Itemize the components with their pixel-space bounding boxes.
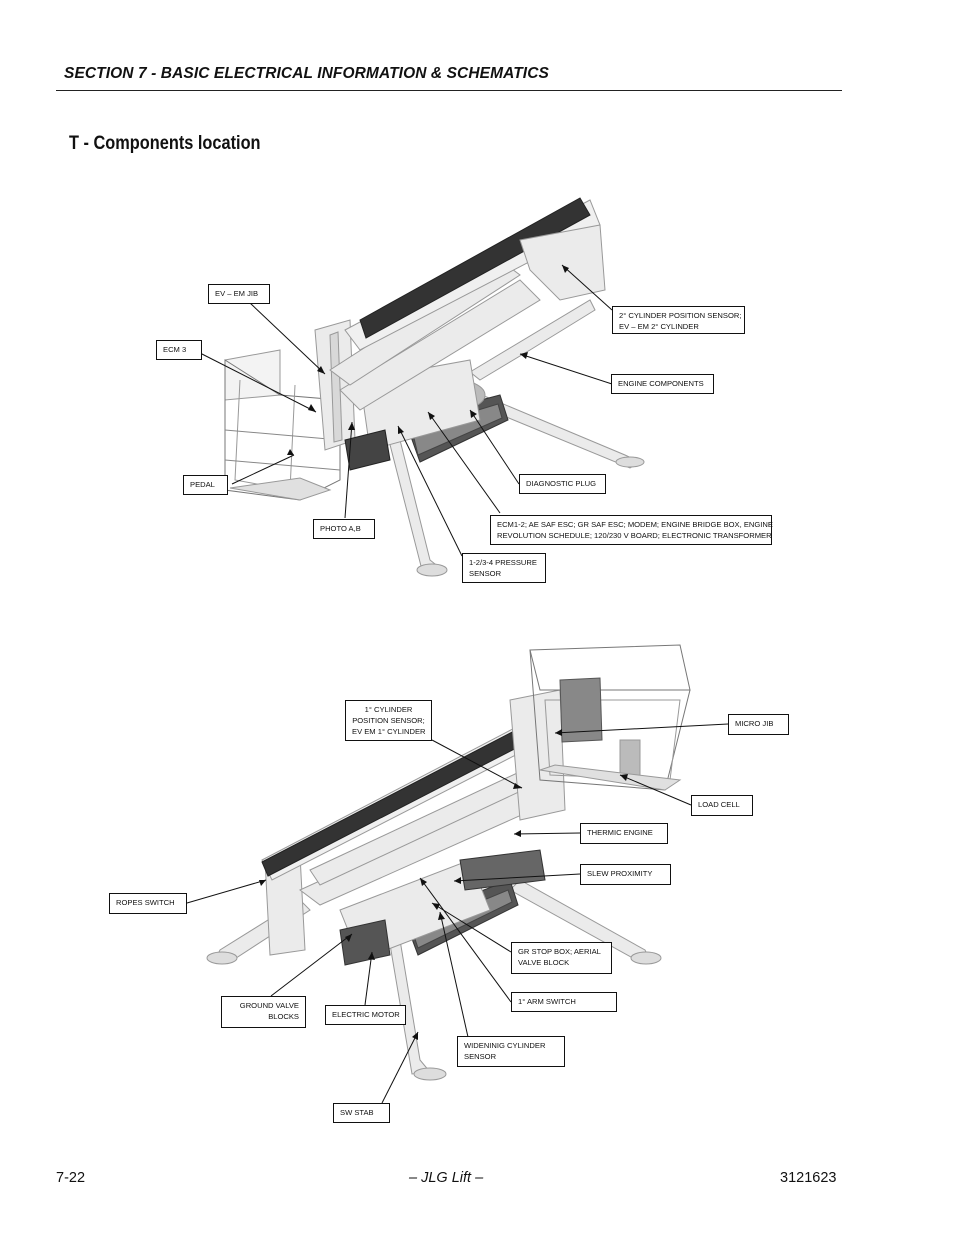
callout-text: EV EM 1° CYLINDER — [352, 727, 426, 736]
callout-text: SW STAB — [340, 1108, 374, 1117]
callout-text: 1° ARM SWITCH — [518, 997, 576, 1006]
callout-engine-components: ENGINE COMPONENTS — [611, 374, 714, 394]
header-rule — [56, 90, 842, 91]
callout-sw-stab: SW STAB — [333, 1103, 390, 1123]
top-machine-illustration — [199, 197, 645, 577]
callout-1st-cylinder: 1° CYLINDER POSITION SENSOR; EV EM 1° CY… — [345, 700, 432, 741]
callout-2nd-cylinder: 2° CYLINDER POSITION SENSOR; EV – EM 2° … — [612, 306, 745, 334]
callout-text: MICRO JIB — [735, 719, 774, 728]
callout-text: REVOLUTION SCHEDULE; 120/230 V BOARD; EL… — [497, 531, 772, 540]
callout-text: POSITION SENSOR; — [352, 716, 425, 725]
callout-micro-jib: MICRO JIB — [728, 714, 789, 735]
callout-text: ECM1-2; AE SAF ESC; GR SAF ESC; MODEM; E… — [497, 520, 773, 529]
callout-text: SENSOR — [464, 1052, 497, 1061]
callout-text: EV – EM 2° CYLINDER — [619, 322, 699, 331]
callout-slew-proximity: SLEW PROXIMITY — [580, 864, 671, 885]
callout-text: VALVE BLOCK — [518, 958, 570, 967]
callout-text: PEDAL — [190, 480, 215, 489]
footer-page-number: 7-22 — [56, 1170, 86, 1186]
callout-text: EV – EM JIB — [215, 289, 259, 298]
footer-doc-number: 3121623 — [780, 1170, 837, 1186]
callout-text: 1-2/3-4 PRESSURE — [469, 558, 537, 567]
callout-text: SENSOR — [469, 569, 502, 578]
callout-text: ELECTRIC MOTOR — [332, 1010, 400, 1019]
callout-ground-valve-blocks: GROUND VALVE BLOCKS — [221, 996, 306, 1028]
callout-load-cell: LOAD CELL — [691, 795, 753, 816]
callout-ecm12: ECM1-2; AE SAF ESC; GR SAF ESC; MODEM; E… — [490, 515, 773, 545]
callout-text: 1° CYLINDER — [364, 705, 413, 714]
callout-text: WIDENINIG CYLINDER — [464, 1041, 546, 1050]
callout-text: GR STOP BOX; AERIAL — [518, 947, 601, 956]
callout-arm-switch: 1° ARM SWITCH — [511, 992, 617, 1012]
callout-thermic-engine: THERMIC ENGINE — [580, 823, 668, 844]
section-header: SECTION 7 - BASIC ELECTRICAL INFORMATION… — [64, 65, 549, 82]
callout-text: ENGINE COMPONENTS — [618, 379, 704, 388]
footer-center: – JLG Lift – — [409, 1170, 484, 1186]
callout-ecm3: ECM 3 — [156, 340, 202, 360]
callout-gr-stop-box: GR STOP BOX; AERIAL VALVE BLOCK — [511, 942, 612, 974]
callout-ropes-switch: ROPES SWITCH — [109, 893, 187, 914]
callout-text: ROPES SWITCH — [116, 898, 175, 907]
callout-text: BLOCKS — [268, 1012, 299, 1021]
page-title: T - Components location — [69, 133, 261, 154]
callout-text: GROUND VALVE — [239, 1001, 299, 1010]
callout-text: SLEW PROXIMITY — [587, 869, 653, 878]
callout-text: ECM 3 — [163, 345, 187, 354]
callout-text: LOAD CELL — [698, 800, 740, 809]
callout-photo-ab: PHOTO A,B — [313, 519, 375, 539]
callout-electric-motor: ELECTRIC MOTOR — [325, 1005, 406, 1025]
callout-pedal: PEDAL — [183, 475, 228, 495]
callout-text: DIAGNOSTIC PLUG — [526, 479, 597, 488]
callout-ev-em-jib: EV – EM JIB — [208, 284, 270, 304]
callout-text: PHOTO A,B — [320, 524, 361, 533]
callout-text: 2° CYLINDER POSITION SENSOR; — [619, 311, 742, 320]
callout-widening-cylinder-sensor: WIDENINIG CYLINDER SENSOR — [457, 1036, 565, 1067]
callout-pressure-sensor: 1-2/3-4 PRESSURE SENSOR — [462, 553, 546, 583]
callout-text: THERMIC ENGINE — [587, 828, 653, 837]
callout-diagnostic-plug: DIAGNOSTIC PLUG — [519, 474, 606, 494]
bottom-machine-illustration — [186, 644, 729, 1104]
